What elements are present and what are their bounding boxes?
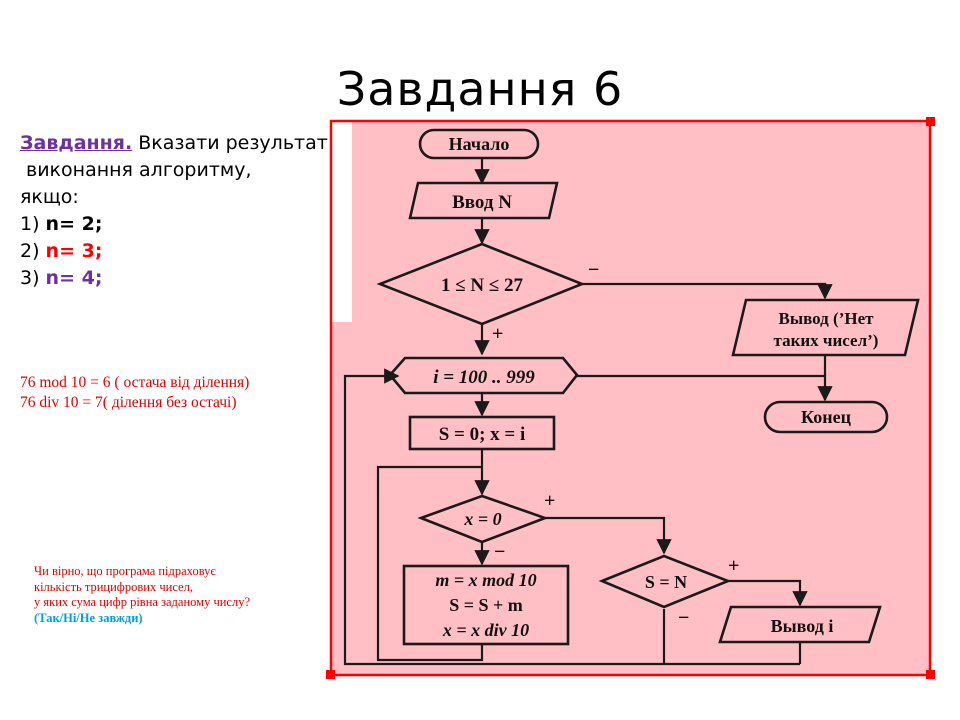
task-text-line2: виконання алгоритму,: [26, 159, 252, 181]
s-condition-label: S = N: [645, 572, 687, 592]
flowchart-end-node: Конец: [763, 400, 889, 434]
body-line2: S = S + m: [449, 595, 523, 615]
selection-handle-bottom-left[interactable]: [326, 670, 335, 679]
slide-title: Завдання 6: [336, 62, 624, 116]
flowchart-s-decision: S = N + −: [598, 554, 739, 629]
task-case-2: 2) n= 3;: [20, 238, 350, 265]
body-line1: m = x mod 10: [435, 570, 536, 590]
task-text-line1: Вказати результат: [132, 132, 328, 154]
case-1-value: n= 2;: [45, 213, 103, 235]
start-label: Начало: [449, 134, 510, 154]
flowchart-connectors: [343, 158, 833, 666]
x-plus-label: +: [544, 490, 555, 512]
flowchart-range-decision: 1 ≤ N ≤ 27 − +: [376, 242, 599, 345]
init-label: S = 0; x = i: [439, 424, 526, 445]
flowchart-init-node: S = 0; x = i: [408, 415, 556, 451]
flowchart-loop-node: i = 100 .. 999: [388, 356, 579, 395]
question-options: (Так/Ні/Не завжди): [34, 610, 143, 625]
input-label: Ввод N: [452, 192, 512, 213]
task-block: Завдання. Вказати результат виконання ал…: [20, 130, 350, 292]
body-line3: x = x div 10: [442, 620, 529, 640]
flowchart-body-node: m = x mod 10 S = S + m x = x div 10: [402, 564, 570, 646]
case-2-prefix: 2): [20, 240, 46, 262]
case-2-value: n= 3;: [45, 240, 103, 262]
flowchart-background: [330, 120, 930, 675]
range-condition-label: 1 ≤ N ≤ 27: [441, 275, 524, 296]
div-note-line2: 76 div 10 = 7( ділення без остачі): [20, 394, 237, 411]
selection-handle-top-right[interactable]: [926, 117, 935, 126]
output-none-line2: таких чисел’): [774, 331, 879, 350]
output-none-line1: Вывод (’Нет: [779, 309, 875, 328]
selection-frame[interactable]: [326, 117, 935, 679]
case-3-prefix: 3): [20, 267, 46, 289]
selection-handle-bottom-right[interactable]: [926, 670, 935, 679]
flowchart-output-i-node: Вывод i: [718, 605, 882, 644]
flowchart-input-node: Ввод N: [408, 181, 559, 220]
s-minus-label: −: [678, 607, 689, 629]
mod-div-note: 76 mod 10 = 6 ( остача від ділення) 76 d…: [20, 373, 340, 413]
question-line2: кількість трицифрових чисел,: [34, 579, 193, 594]
case-1-prefix: 1): [20, 213, 46, 235]
task-case-3: 3) n= 4;: [20, 265, 350, 292]
task-case-1: 1) n= 2;: [20, 211, 350, 238]
flowchart-start-node: Начало: [418, 128, 540, 160]
task-text-line3: якщо:: [20, 186, 79, 208]
selection-border: [329, 119, 932, 677]
x-condition-label: x = 0: [463, 509, 501, 529]
question-block: Чи вірно, що програма підраховує кількіс…: [34, 564, 334, 626]
x-minus-label: −: [494, 541, 505, 563]
question-line3: у яких сума цифр рівна заданому числу?: [34, 595, 251, 609]
end-label: Конец: [801, 407, 852, 427]
flowchart-x-decision: x = 0 + −: [417, 490, 555, 563]
task-heading: Завдання.: [20, 132, 133, 154]
range-plus-label: +: [492, 323, 503, 345]
loop-label: i = 100 .. 999: [433, 367, 535, 388]
case-3-value: n= 4;: [45, 267, 103, 289]
flowchart-output-none-node: Вывод (’Нет таких чисел’): [731, 298, 920, 357]
range-minus-label: −: [588, 259, 599, 281]
question-line1: Чи вірно, що програма підраховує: [34, 564, 216, 578]
output-i-label: Вывод i: [771, 616, 834, 636]
mod-note-line1: 76 mod 10 = 6 ( остача від ділення): [20, 374, 250, 391]
task-intro: Завдання. Вказати результат: [20, 130, 350, 157]
s-plus-label: +: [728, 555, 739, 577]
